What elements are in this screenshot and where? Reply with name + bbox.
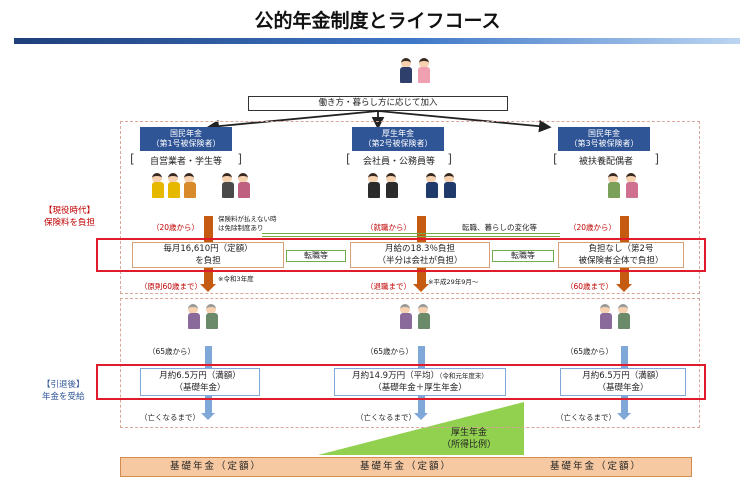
benefit-cell-3: 月約6.5万円（満額） （基礎年金）: [560, 368, 686, 396]
retired-period-desc: 年金を受給: [42, 392, 85, 402]
title-underline: [14, 38, 740, 44]
kosei-pension-label: 厚生年金 （所得比例）: [434, 427, 504, 451]
start-age-1: （20歳から）: [152, 223, 200, 232]
premium-note-1: ※令和3年度: [218, 275, 254, 283]
category-type: （第1号被保険者）: [151, 139, 221, 148]
benefit-arrowhead-1: [201, 413, 215, 420]
end-age-3: （60歳まで）: [566, 282, 614, 291]
benefit-amount: 月約14.9万円（平均）: [352, 371, 440, 381]
pension-start-2: （65歳から）: [366, 347, 414, 356]
exemption-note-line1: 保険料が払えない時: [218, 215, 277, 223]
elderly-couple-2: [400, 304, 436, 338]
benefit-amount: 月約6.5万円（満額）: [582, 371, 664, 381]
benefit-cell-1: 月約6.5万円（満額） （基礎年金）: [140, 368, 260, 396]
category-sub-3: [ 被扶養配偶者 ]: [553, 152, 659, 167]
benefit-detail: （基礎年金＋厚生年金）: [373, 383, 467, 393]
basic-pension-bar: 基礎年金（定額） 基礎年金（定額） 基礎年金（定額）: [120, 457, 692, 477]
premium-cell-2: 月給の18.3％負担 （半分は会社が負担）: [350, 242, 490, 268]
end-age-1: （原則60歳まで）: [140, 282, 203, 291]
benefit-cell-2: 月約14.9万円（平均）（令和元年度末） （基礎年金＋厚生年金）: [334, 368, 506, 396]
working-period-title: 【現役時代】: [44, 206, 96, 216]
until-death-1: （亡くなるまで）: [140, 413, 200, 422]
start-age-2: （就職から）: [366, 223, 411, 232]
life-change-arrow: [262, 233, 560, 237]
benefit-arrowhead-2: [414, 413, 428, 420]
category-header-1: 国民年金 （第1号被保険者）: [140, 127, 232, 151]
category-header-3: 国民年金 （第3号被保険者）: [558, 127, 650, 151]
elderly-couple-3: [600, 304, 636, 338]
category-title: 国民年金: [588, 129, 620, 138]
category-sub-2: [ 会社員・公務員等 ]: [346, 152, 452, 167]
retired-panel: [120, 298, 700, 428]
page-title: 公的年金制度とライフコース: [254, 10, 501, 32]
until-death-3: （亡くなるまで）: [556, 413, 616, 422]
kosei-subtitle: （所得比例）: [441, 440, 496, 450]
category-sub-1: [ 自営業者・学生等 ]: [130, 152, 242, 167]
transfer-arrow-2: 転職等: [492, 250, 554, 262]
premium-amount: 負担なし（第2号: [588, 244, 654, 254]
benefit-amount: 月約6.5万円（満額）: [159, 371, 241, 381]
self-employed-student-illustration: [152, 173, 262, 207]
exemption-note-line2: は免除制度あり: [218, 224, 264, 232]
life-change-note: 転職、暮らしの変化等: [462, 223, 537, 232]
elderly-couple-1: [188, 304, 224, 338]
benefit-note: （令和元年度末）: [439, 372, 488, 380]
basic-pension-label-3: 基礎年金（定額）: [549, 461, 642, 472]
retired-period-title: 【引退後】: [42, 380, 85, 390]
benefit-arrowhead-3: [617, 413, 631, 420]
category-sub-label: 会社員・公務員等: [362, 157, 435, 167]
benefit-highlight: [96, 364, 706, 400]
benefit-detail: （基礎年金）: [174, 383, 226, 393]
basic-pension-label-2: 基礎年金（定額）: [359, 461, 452, 472]
basic-pension-label-1: 基礎年金（定額）: [169, 461, 262, 472]
category-sub-label: 被扶養配偶者: [578, 157, 633, 167]
pension-start-3: （65歳から）: [566, 347, 614, 356]
office-worker-illustration: [368, 173, 468, 207]
category-title: 国民年金: [170, 129, 202, 138]
retired-period-label: 【引退後】 年金を受給: [42, 379, 122, 403]
premium-cell-1: 毎月16,610円（定額） を負担: [132, 242, 284, 268]
premium-detail: 被保険者全体で負担）: [578, 256, 664, 266]
premium-amount: 毎月16,610円（定額）: [163, 244, 253, 254]
dependent-spouse-illustration: [608, 173, 644, 207]
premium-highlight: [96, 238, 706, 272]
category-type: （第2号被保険者）: [363, 139, 433, 148]
premium-amount: 月給の18.3％負担: [385, 244, 455, 254]
working-arrowhead-2: [413, 284, 429, 292]
pension-start-1: （65歳から）: [148, 347, 196, 356]
category-type: （第3号被保険者）: [569, 139, 639, 148]
exemption-note: 保険料が払えない時 は免除制度あり: [218, 215, 277, 233]
transfer-arrow-1: 転職等: [286, 250, 346, 262]
category-title: 厚生年金: [382, 129, 414, 138]
premium-detail: を負担: [195, 256, 221, 266]
working-arrowhead-1: [200, 284, 216, 292]
until-death-2: （亡くなるまで）: [356, 413, 416, 422]
couple-illustration: [398, 58, 434, 92]
end-age-2: （退職まで）: [366, 282, 411, 291]
premium-note-2: ※平成29年9月～: [428, 278, 479, 286]
working-arrowhead-3: [616, 284, 632, 292]
premium-cell-3: 負担なし（第2号 被保険者全体で負担）: [558, 242, 684, 268]
working-panel: [120, 121, 700, 294]
kosei-title: 厚生年金: [450, 428, 487, 438]
working-period-desc: 保険料を負担: [44, 218, 96, 228]
start-age-3: （20歳から）: [569, 223, 617, 232]
working-period-label: 【現役時代】 保険料を負担: [44, 205, 124, 229]
premium-detail: （半分は会社が負担）: [377, 256, 463, 266]
category-sub-label: 自営業者・学生等: [149, 157, 222, 167]
category-header-2: 厚生年金 （第2号被保険者）: [352, 127, 444, 151]
kosei-triangle: [318, 402, 524, 455]
benefit-detail: （基礎年金）: [597, 383, 649, 393]
enrollment-box: 働き方・暮らし方に応じて加入: [248, 96, 508, 111]
